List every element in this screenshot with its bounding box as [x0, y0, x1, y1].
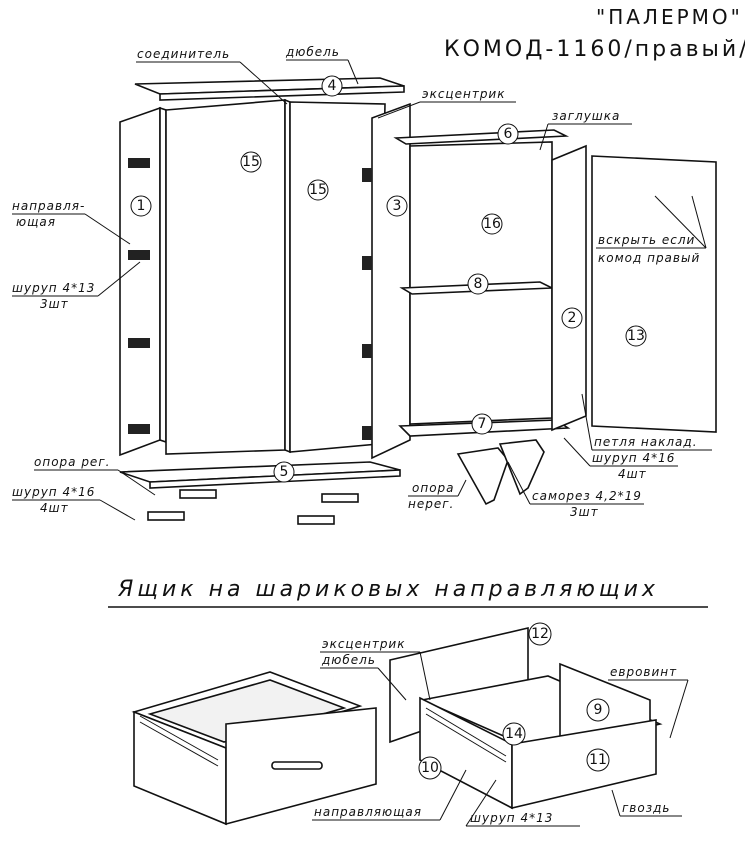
label-evrovint: евровинт	[610, 665, 677, 679]
part-4: 4	[328, 78, 337, 94]
leader-lines	[12, 59, 712, 521]
part-13: 13	[627, 328, 645, 344]
label-vskryt-1: вскрыть если	[598, 233, 695, 247]
label-shurup-416b: шуруп 4*16	[592, 451, 675, 465]
label-shurup-413: шуруп 4*13	[12, 281, 95, 295]
side-panel-middle	[362, 102, 411, 460]
part-numbers-lower: 9 10 11 12 14	[418, 622, 610, 780]
part-10: 10	[421, 760, 439, 776]
leader-lines-lower	[312, 651, 689, 827]
part-7: 7	[478, 416, 487, 432]
part-2: 2	[568, 310, 577, 326]
model-name: "ПАЛЕРМО"	[596, 5, 743, 29]
label-zaglushka: заглушка	[552, 109, 620, 123]
label-dyubel: дюбель	[285, 45, 340, 59]
label-shurup-413b: шуруп 4*13	[470, 811, 553, 825]
part-numbers-upper: 1 2 3 4 5 6 7 8 13 15 15 16	[130, 75, 647, 483]
part-3: 3	[393, 198, 402, 214]
part-6: 6	[504, 126, 513, 142]
label-gvozd: гвоздь	[622, 801, 670, 815]
part-9: 9	[594, 702, 603, 718]
label-petlya: петля наклад.	[594, 435, 698, 449]
label-vskryt-2: комод правый	[598, 251, 700, 265]
legs	[456, 439, 545, 506]
part-15b: 15	[309, 182, 327, 198]
drawer-exploded	[389, 626, 663, 810]
label-ekscentrik-2: эксцентрик	[322, 637, 405, 651]
door	[591, 155, 717, 433]
label-opora-nereg-1: опора	[412, 481, 455, 495]
part-11: 11	[589, 752, 607, 768]
label-shurup-416: шуруп 4*16	[12, 485, 95, 499]
section-title: Ящик на шариковых направляющих	[117, 577, 659, 602]
label-4sht-b: 4шт	[618, 467, 647, 481]
drawer-handle	[271, 761, 323, 770]
part-8: 8	[474, 276, 483, 292]
right-cabinet	[393, 129, 610, 437]
label-samorez: саморез 4,2*19	[532, 489, 642, 503]
label-3sht-b: 3шт	[570, 505, 599, 519]
part-15a: 15	[242, 154, 260, 170]
product-title: КОМОД-1160/правый/	[444, 37, 745, 62]
back-panels	[165, 98, 386, 455]
label-soedinitel: соединитель	[137, 47, 230, 61]
part-5: 5	[280, 464, 289, 480]
label-3sht: 3шт	[40, 297, 69, 311]
label-ekscentrik: эксцентрик	[422, 87, 505, 101]
label-4sht: 4шт	[40, 501, 69, 515]
part-16: 16	[483, 216, 501, 232]
label-dyubel-2: дюбель	[321, 653, 376, 667]
label-opora-reg: опора рег.	[34, 455, 110, 469]
label-napravl-1: направля-	[12, 199, 85, 213]
side-panel-left	[119, 106, 167, 457]
bottom-panel	[119, 461, 401, 525]
part-1: 1	[137, 198, 146, 214]
part-14: 14	[505, 726, 523, 742]
part-12: 12	[531, 626, 549, 642]
drawer-assembled	[131, 671, 377, 826]
label-napravlyayushchaya: направляющая	[314, 805, 422, 819]
label-napravl-2: ющая	[16, 215, 56, 229]
label-opora-nereg-2: нерег.	[408, 497, 454, 511]
